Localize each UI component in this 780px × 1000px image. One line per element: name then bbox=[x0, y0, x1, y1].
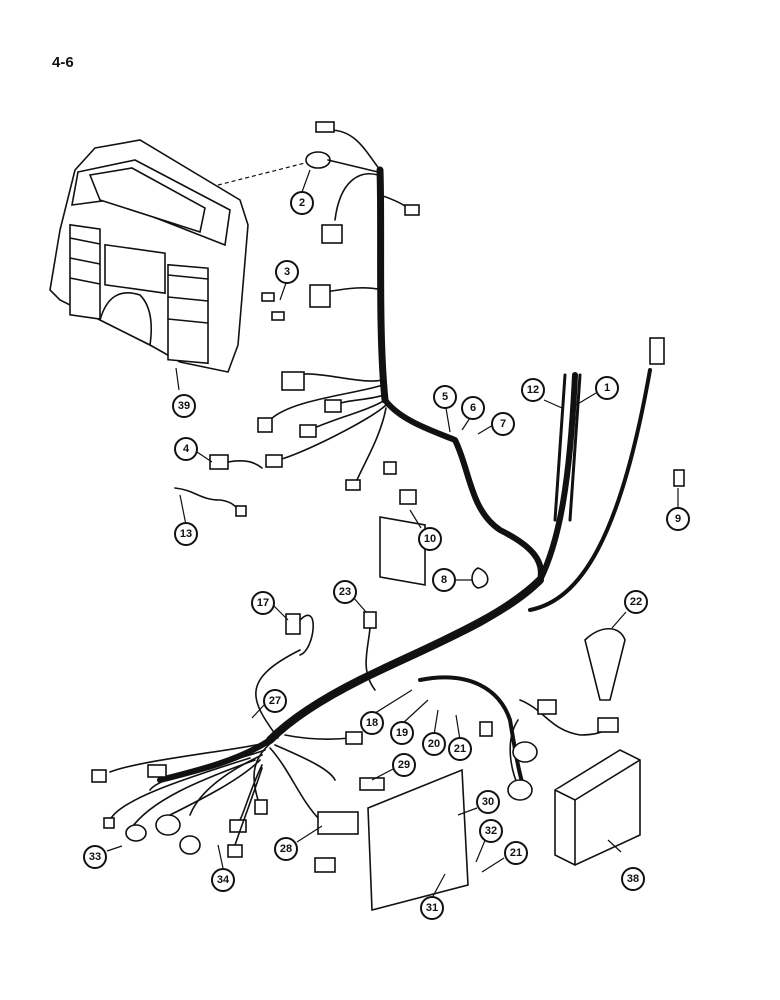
callout-8: 8 bbox=[432, 568, 456, 592]
callout-label: 1 bbox=[604, 382, 610, 394]
callout-39: 39 bbox=[172, 394, 196, 418]
instrument-cluster bbox=[49, 139, 306, 373]
callout-label: 21 bbox=[454, 743, 466, 755]
callout-32: 32 bbox=[479, 819, 503, 843]
callout-label: 6 bbox=[470, 402, 476, 414]
callout-34: 34 bbox=[211, 868, 235, 892]
callout-30: 30 bbox=[476, 790, 500, 814]
callout-label: 27 bbox=[269, 695, 281, 707]
leader-lines bbox=[106, 169, 679, 899]
callout-19: 19 bbox=[390, 721, 414, 745]
upper-branches bbox=[174, 121, 426, 586]
callout-17: 17 bbox=[251, 591, 275, 615]
callout-27: 27 bbox=[263, 689, 287, 713]
callout-label: 20 bbox=[428, 738, 440, 750]
main-harness bbox=[157, 166, 652, 792]
callout-21a: 21 bbox=[448, 737, 472, 761]
callout-20: 20 bbox=[422, 732, 446, 756]
callout-label: 21 bbox=[510, 847, 522, 859]
right-switch-bank bbox=[167, 263, 209, 365]
callout-3: 3 bbox=[275, 260, 299, 284]
callout-18: 18 bbox=[360, 711, 384, 735]
callout-5: 5 bbox=[433, 385, 457, 409]
callout-28: 28 bbox=[274, 837, 298, 861]
callout-label: 29 bbox=[398, 759, 410, 771]
callout-31: 31 bbox=[420, 896, 444, 920]
callout-38: 38 bbox=[621, 867, 645, 891]
callout-label: 39 bbox=[178, 400, 190, 412]
callout-label: 18 bbox=[366, 717, 378, 729]
callout-label: 22 bbox=[630, 596, 642, 608]
callout-label: 3 bbox=[284, 266, 290, 278]
callout-33: 33 bbox=[83, 845, 107, 869]
callout-label: 23 bbox=[339, 586, 351, 598]
callout-label: 38 bbox=[627, 873, 639, 885]
callout-9: 9 bbox=[666, 507, 690, 531]
callout-label: 12 bbox=[527, 384, 539, 396]
callout-10: 10 bbox=[418, 527, 442, 551]
callout-21b: 21 bbox=[504, 841, 528, 865]
callout-label: 8 bbox=[441, 574, 447, 586]
callout-22: 22 bbox=[624, 590, 648, 614]
callout-23: 23 bbox=[333, 580, 357, 604]
callout-label: 34 bbox=[217, 874, 230, 886]
callout-6: 6 bbox=[461, 396, 485, 420]
callout-13: 13 bbox=[174, 522, 198, 546]
callout-label: 33 bbox=[89, 851, 101, 863]
callout-label: 10 bbox=[424, 533, 436, 545]
callout-29: 29 bbox=[392, 753, 416, 777]
callout-7: 7 bbox=[491, 412, 515, 436]
callout-label: 2 bbox=[299, 197, 305, 209]
callout-label: 4 bbox=[183, 443, 190, 455]
callout-4: 4 bbox=[174, 437, 198, 461]
callout-label: 5 bbox=[442, 391, 448, 403]
callout-label: 13 bbox=[180, 528, 192, 540]
callout-label: 28 bbox=[280, 843, 292, 855]
callout-label: 31 bbox=[426, 902, 438, 914]
callout-label: 19 bbox=[396, 727, 408, 739]
lower-branches bbox=[91, 611, 377, 858]
page-number: 4-6 bbox=[52, 54, 74, 71]
callout-1: 1 bbox=[595, 376, 619, 400]
callout-label: 17 bbox=[257, 597, 269, 609]
left-switch-bank bbox=[69, 223, 101, 320]
callout-label: 32 bbox=[485, 825, 497, 837]
right-side-parts bbox=[314, 337, 685, 912]
callout-2: 2 bbox=[290, 191, 314, 215]
callout-label: 30 bbox=[482, 796, 494, 808]
callout-12: 12 bbox=[521, 378, 545, 402]
callout-label: 9 bbox=[675, 513, 681, 525]
callout-label: 7 bbox=[500, 418, 506, 430]
